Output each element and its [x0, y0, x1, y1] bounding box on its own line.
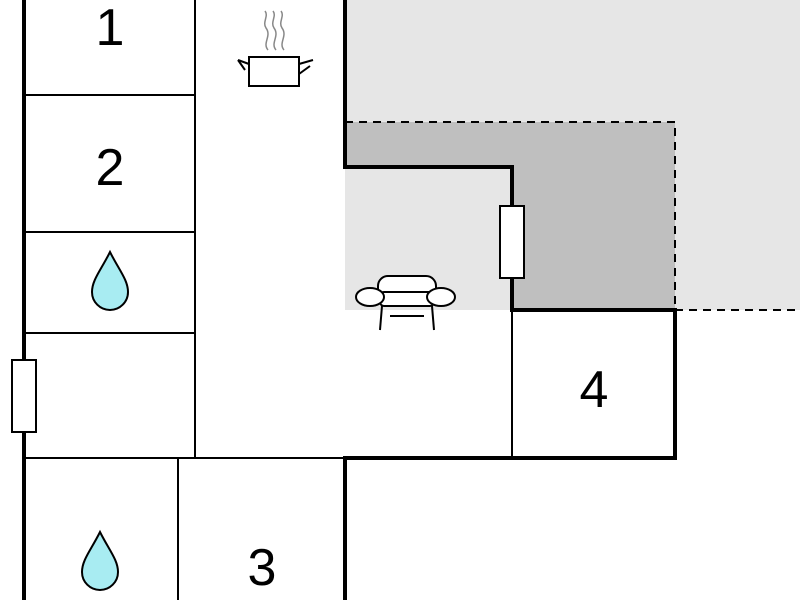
terrace-dark-area — [345, 122, 675, 310]
exterior-wall — [343, 0, 677, 600]
room-label-2: 2 — [96, 139, 125, 197]
terrace — [345, 0, 800, 311]
room-label-1: 1 — [96, 0, 125, 57]
water-drop-icon — [90, 249, 130, 311]
window — [11, 359, 37, 433]
kitchen-pot-icon — [237, 10, 314, 87]
interior-walls — [25, 0, 513, 600]
sofa-icon — [355, 275, 456, 331]
water-drop-icon — [80, 529, 120, 591]
window — [499, 205, 525, 279]
terrace-dashed-border — [345, 121, 800, 311]
room-label-3: 3 — [248, 539, 277, 597]
exterior-walls — [22, 0, 677, 600]
room-label-4: 4 — [580, 361, 609, 419]
